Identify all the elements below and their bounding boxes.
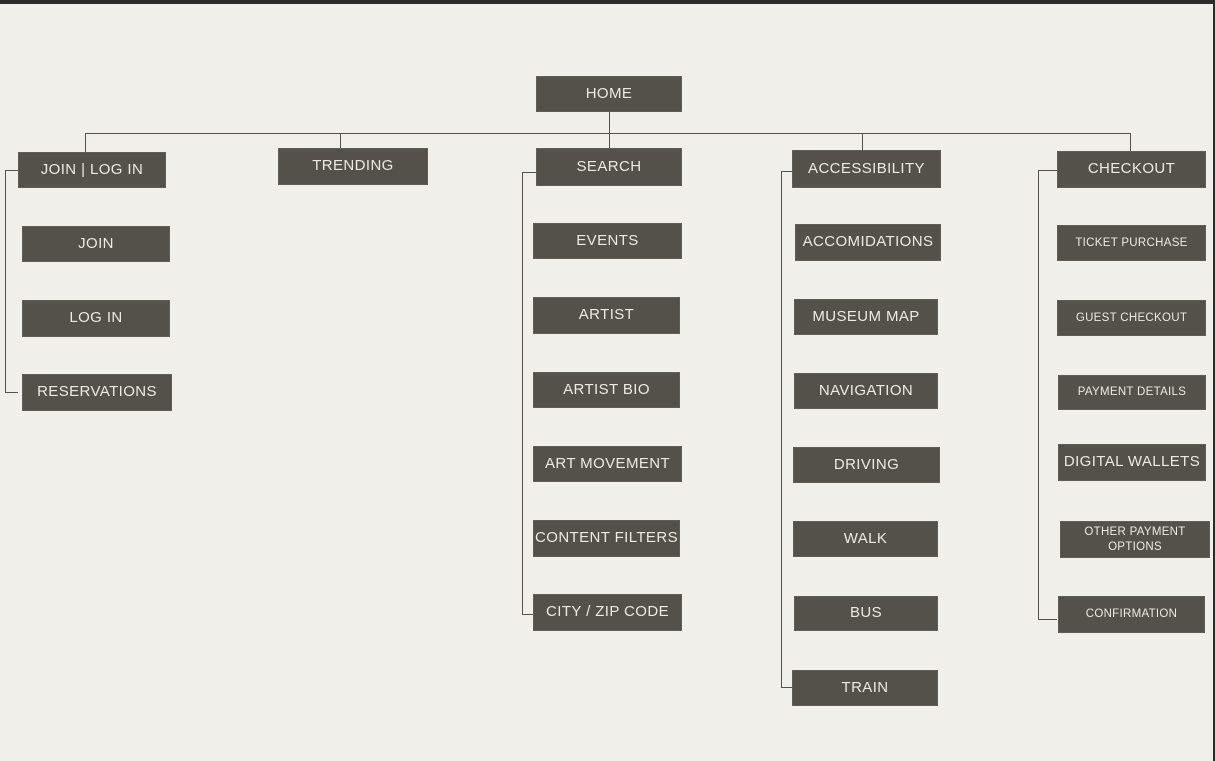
connector-bracket-accessibility <box>781 171 792 688</box>
node-walk[interactable]: WALK <box>793 521 938 557</box>
connector-bracket-search <box>522 172 536 615</box>
window-top-border <box>0 0 1215 4</box>
node-reservations[interactable]: RESERVATIONS <box>22 374 172 411</box>
node-bus[interactable]: BUS <box>794 596 938 631</box>
node-guest-checkout[interactable]: GUEST CHECKOUT <box>1057 300 1206 336</box>
connector-drop-checkout <box>1130 133 1131 151</box>
node-art-movement[interactable]: ART MOVEMENT <box>533 446 682 482</box>
node-events[interactable]: EVENTS <box>533 223 682 259</box>
node-artist[interactable]: ARTIST <box>533 297 680 334</box>
node-home[interactable]: HOME <box>536 76 682 112</box>
connector-drop-join-login <box>85 133 86 152</box>
connector-drop-trending <box>340 133 341 148</box>
node-digital-wallets[interactable]: DIGITAL WALLETS <box>1058 444 1206 481</box>
node-join-log-in[interactable]: JOIN | LOG IN <box>18 152 166 188</box>
window-right-border <box>1213 0 1215 761</box>
node-trending[interactable]: TRENDING <box>278 148 428 185</box>
node-payment-details[interactable]: PAYMENT DETAILS <box>1058 375 1206 410</box>
node-driving[interactable]: DRIVING <box>793 447 940 483</box>
connector-bracket-join <box>5 170 18 393</box>
node-museum-map[interactable]: MUSEUM MAP <box>794 299 938 335</box>
node-accessibility[interactable]: ACCESSIBILITY <box>792 150 941 188</box>
node-checkout[interactable]: CHECKOUT <box>1057 151 1206 188</box>
node-confirmation[interactable]: CONFIRMATION <box>1058 596 1205 633</box>
node-search[interactable]: SEARCH <box>536 148 682 186</box>
connector-drop-accessibility <box>862 133 863 150</box>
node-accomidations[interactable]: ACCOMIDATIONS <box>795 224 941 261</box>
node-ticket-purchase[interactable]: TICKET PURCHASE <box>1057 225 1206 261</box>
node-content-filters[interactable]: CONTENT FILTERS <box>533 520 680 557</box>
node-other-payment-options[interactable]: OTHER PAYMENT OPTIONS <box>1060 521 1210 558</box>
connector-trunk <box>85 133 1130 134</box>
node-join[interactable]: JOIN <box>22 226 170 262</box>
node-city-zip-code[interactable]: CITY / ZIP CODE <box>533 594 682 631</box>
node-navigation[interactable]: NAVIGATION <box>794 373 938 409</box>
connector-bracket-checkout <box>1038 170 1057 620</box>
node-log-in[interactable]: LOG IN <box>22 300 170 337</box>
node-artist-bio[interactable]: ARTIST BIO <box>533 372 680 408</box>
node-train[interactable]: TRAIN <box>792 670 938 706</box>
connector-home-to-search <box>609 112 610 148</box>
